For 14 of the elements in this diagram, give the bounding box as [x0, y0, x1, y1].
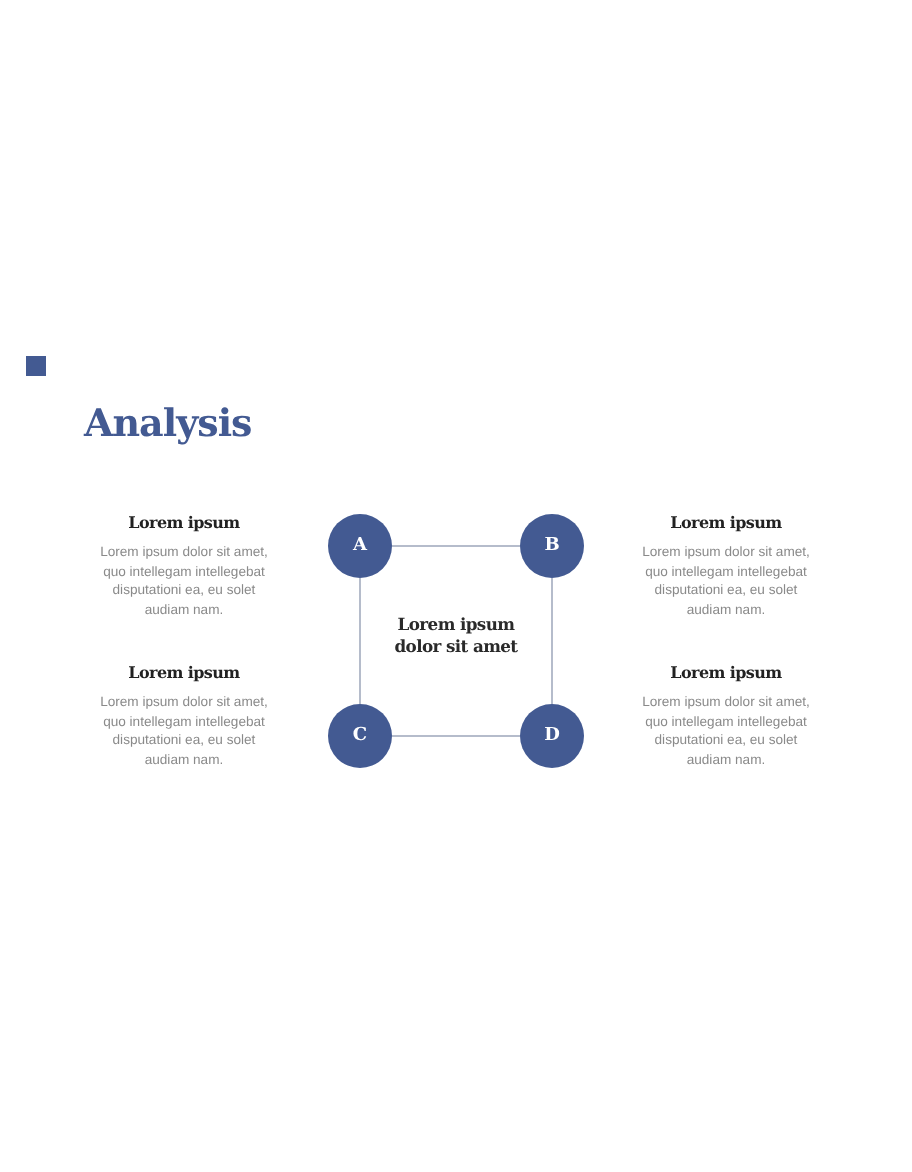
- circle-node: A: [328, 514, 392, 578]
- title: Analysis: [84, 402, 252, 446]
- connector-line: [359, 577, 361, 705]
- circle-node: C: [328, 704, 392, 768]
- connector-line: [391, 545, 521, 547]
- caption-heading: Lorem ipsum: [668, 512, 784, 532]
- caption-heading: Lorem ipsum: [126, 662, 242, 682]
- caption-heading: Lorem ipsum: [126, 512, 242, 532]
- connector-line: [391, 735, 521, 737]
- center-text: Lorem ipsum dolor sit amet: [392, 614, 520, 658]
- connector-line: [551, 577, 553, 705]
- caption-heading: Lorem ipsum: [668, 662, 784, 682]
- circle-node: B: [520, 514, 584, 578]
- circle-node: D: [520, 704, 584, 768]
